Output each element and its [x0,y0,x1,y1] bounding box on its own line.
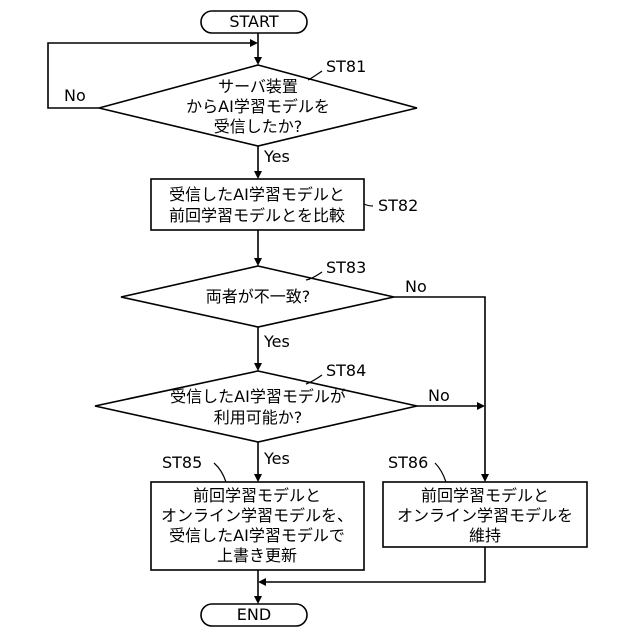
st85-leader-line [214,463,226,482]
start-terminal: START [201,11,307,33]
st86-leader-line [435,463,446,482]
st82-leader-line [364,204,373,206]
st85-step-label: ST85 [162,453,202,472]
st83-text-line-1: 両者が不一致? [206,287,311,306]
arrowhead-st86-top [481,474,489,482]
st85-text-line-4: 上書き更新 [217,546,297,565]
st82-text-line-1: 受信したAI学習モデルと [169,185,345,204]
decision-st81: サーバ装置 からAI学習モデルを 受信したか? ST81 [99,57,417,146]
arrowhead-merge [258,578,266,586]
st81-text-line-1: サーバ装置 [218,77,298,96]
arrowhead-st81-top [254,57,262,65]
st85-text-line-2: オンライン学習モデルを、 [161,506,353,525]
st81-step-label: ST81 [326,57,366,76]
st84-text-line-1: 受信したAI学習モデルが [170,387,346,406]
end-terminal: END [201,604,307,626]
st83-step-label: ST83 [326,258,366,277]
st81-yes-label: Yes [263,147,290,166]
decision-st84-shape [95,371,417,442]
arrowhead-st85-top [254,474,262,482]
st83-no-label: No [405,277,427,296]
process-st82: 受信したAI学習モデルと 前回学習モデルとを比較 ST82 [151,179,418,230]
st84-yes-label: Yes [263,449,290,468]
st84-no-label: No [428,386,450,405]
st86-text-line-1: 前回学習モデルと [421,486,549,505]
arrowhead-st83-top [254,258,262,266]
st83-yes-label: Yes [263,332,290,351]
st86-text-line-3: 維持 [469,526,501,545]
start-label: START [229,12,279,31]
st84-text-line-2: 利用可能か? [214,408,303,427]
arrowhead-st84-no-join [477,402,485,410]
st85-text-line-3: 受信したAI学習モデルで [169,526,345,545]
st84-step-label: ST84 [326,361,366,380]
decision-st84: 受信したAI学習モデルが 利用可能か? ST84 [95,361,417,442]
st81-no-label: No [64,86,86,105]
st81-leader-line [308,71,322,80]
arrowhead-st82-top [254,171,262,179]
st86-step-label: ST86 [388,453,428,472]
arrowhead-st81-loop [250,39,258,47]
arrowhead-st84-top [254,363,262,371]
st86-text-line-2: オンライン学習モデルを [397,506,573,525]
st81-text-line-2: からAI学習モデルを [186,97,330,116]
st82-text-line-2: 前回学習モデルとを比較 [169,206,345,225]
decision-st83: 両者が不一致? ST83 [121,258,394,327]
arrowhead-end-top [254,596,262,604]
st82-step-label: ST82 [378,196,418,215]
st85-text-line-1: 前回学習モデルと [193,486,321,505]
end-label: END [237,605,271,624]
st81-text-line-3: 受信したか? [214,117,303,136]
